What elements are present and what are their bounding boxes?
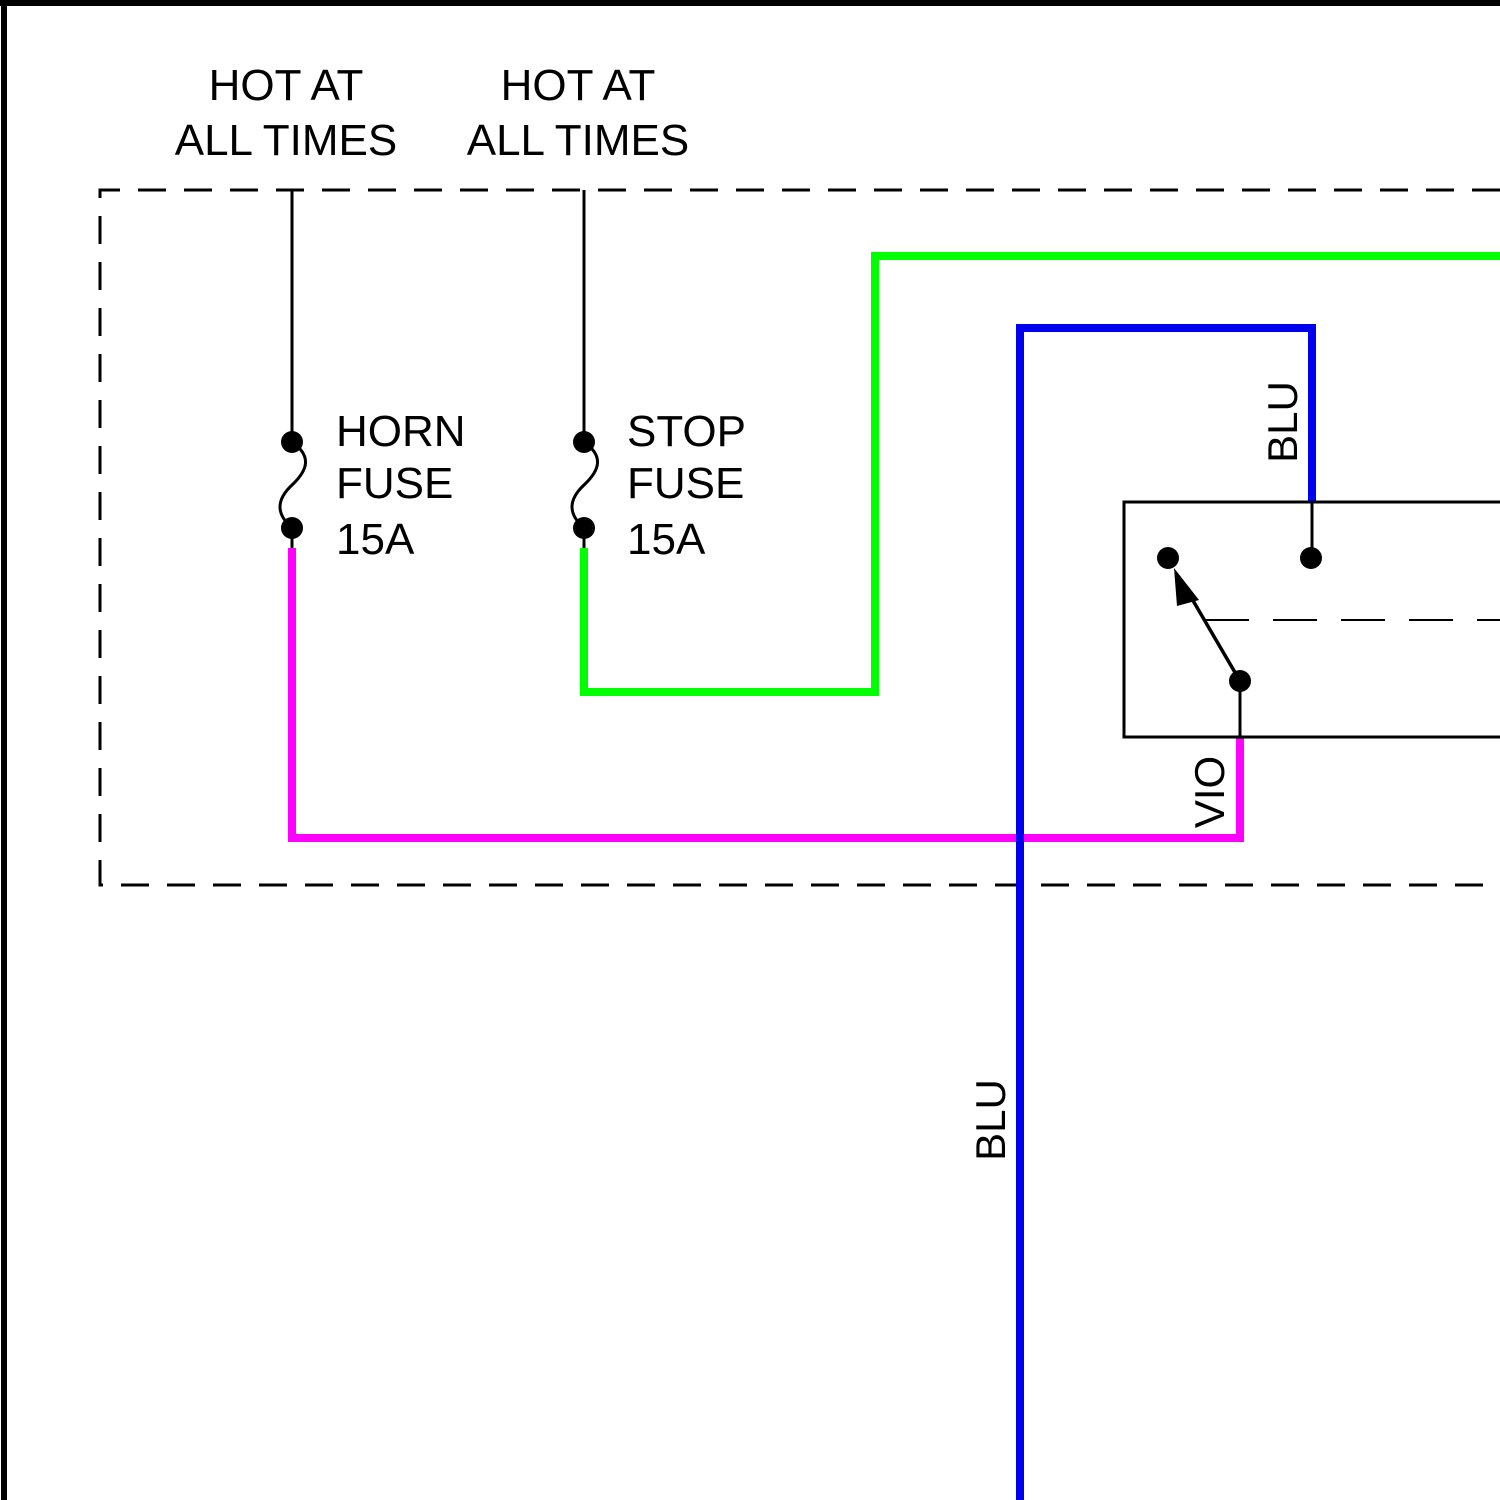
blue-wire (1020, 328, 1312, 1500)
fuse-box-outline (100, 190, 1500, 885)
wire-label-blu-lower: BLU (967, 1079, 1014, 1161)
horn-fuse-rating: 15A (336, 515, 415, 564)
horn-fuse-name-line2: FUSE (336, 459, 453, 508)
wire-label-vio: VIO (1186, 756, 1233, 828)
stop-fuse-rating: 15A (627, 515, 706, 564)
horn-fuse-name-line1: HORN (336, 407, 466, 456)
horn-fuse-symbol-icon (280, 431, 306, 548)
wire-label-blu-upper: BLU (1259, 381, 1306, 463)
horn-source-label-line1: HOT AT (209, 61, 364, 110)
horn-source-label-line2: ALL TIMES (175, 116, 398, 165)
stop-source-label-line1: HOT AT (501, 61, 656, 110)
stop-fuse-symbol-icon (572, 431, 598, 548)
relay-switch-icon (1157, 502, 1500, 738)
stop-fuse-name-line1: STOP (627, 407, 746, 456)
stop-source-label-line2: ALL TIMES (467, 116, 690, 165)
stop-fuse-name-line2: FUSE (627, 459, 744, 508)
